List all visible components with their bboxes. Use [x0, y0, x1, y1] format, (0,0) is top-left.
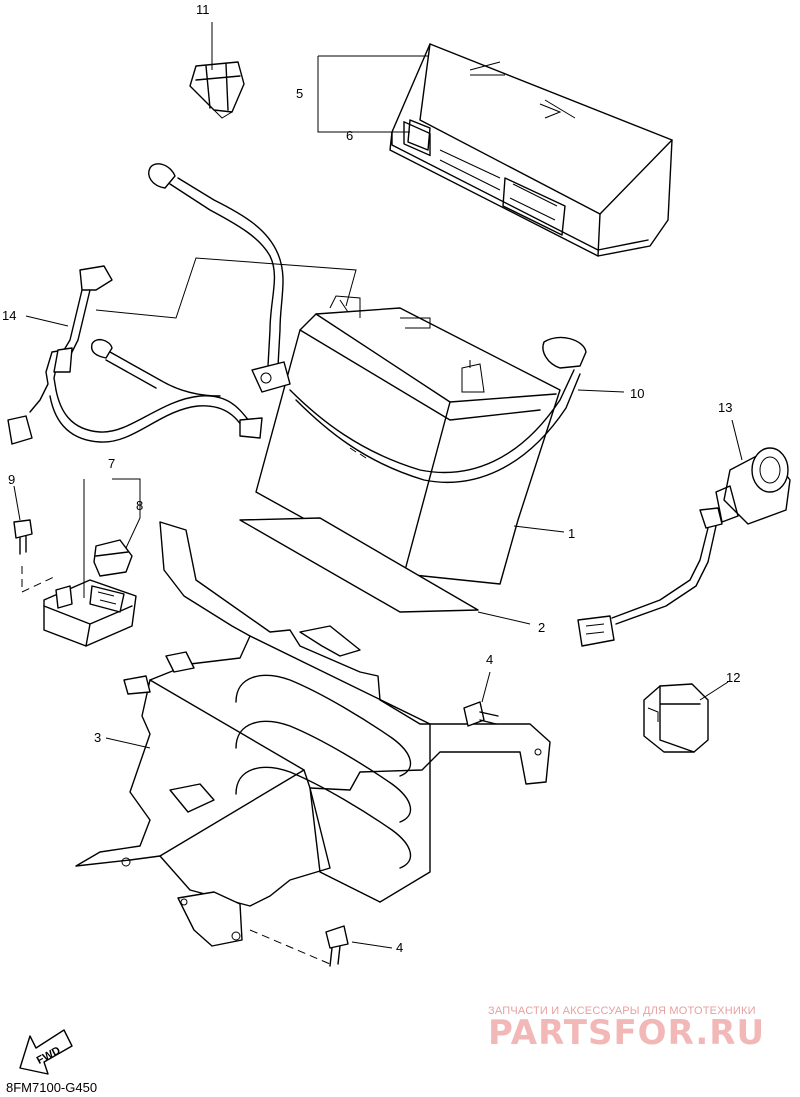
fuse-part: [93, 539, 133, 577]
callout-numbers: 11 5 6 14 10 13 7 9 8 1 2 4 12 3 4: [2, 2, 740, 955]
callout-5: 5: [296, 86, 303, 101]
bolt-part-4-upper: [463, 701, 499, 727]
bolt-part-4-lower: [325, 925, 349, 967]
dc-socket-part: [577, 447, 791, 647]
callout-2: 2: [538, 620, 545, 635]
callout-4-lower: 4: [396, 940, 403, 955]
battery-part: [255, 295, 561, 585]
callout-14: 14: [2, 308, 16, 323]
callout-3: 3: [94, 730, 101, 745]
watermark-subtitle: ЗАПЧАСТИ И АКСЕССУАРЫ ДЛЯ МОТОТЕХНИКИ: [488, 1005, 756, 1017]
watermark-brand: PARTSFOR.RU: [488, 1013, 765, 1053]
watermark: ЗАПЧАСТИ И АКСЕССУАРЫ ДЛЯ МОТОТЕХНИКИ PA…: [488, 1005, 765, 1053]
fwd-arrow-icon: FWD: [19, 1029, 73, 1075]
callout-9: 9: [8, 472, 15, 487]
socket-cap-part: [643, 683, 709, 753]
callout-11: 11: [196, 2, 210, 17]
callout-13: 13: [718, 400, 732, 415]
bolt-part-9: [13, 519, 57, 593]
callout-4-upper: 4: [486, 652, 493, 667]
callout-7: 7: [108, 456, 115, 471]
callout-1: 1: [568, 526, 575, 541]
fuse-harness-part: [7, 265, 263, 445]
battery-leads-part: [148, 163, 587, 484]
leader-lines: [13, 22, 743, 949]
callout-8: 8: [136, 498, 143, 513]
battery-cover-part: [389, 43, 673, 257]
starter-relay-part: [43, 579, 137, 647]
diagram-code: 8FM7100-G450: [6, 1080, 97, 1095]
callout-10: 10: [630, 386, 644, 401]
callout-6: 6: [346, 128, 353, 143]
callout-12: 12: [726, 670, 740, 685]
battery-box-part: [75, 521, 551, 965]
battery-pad-part: [239, 517, 479, 613]
cable-clip-part: [189, 61, 245, 119]
